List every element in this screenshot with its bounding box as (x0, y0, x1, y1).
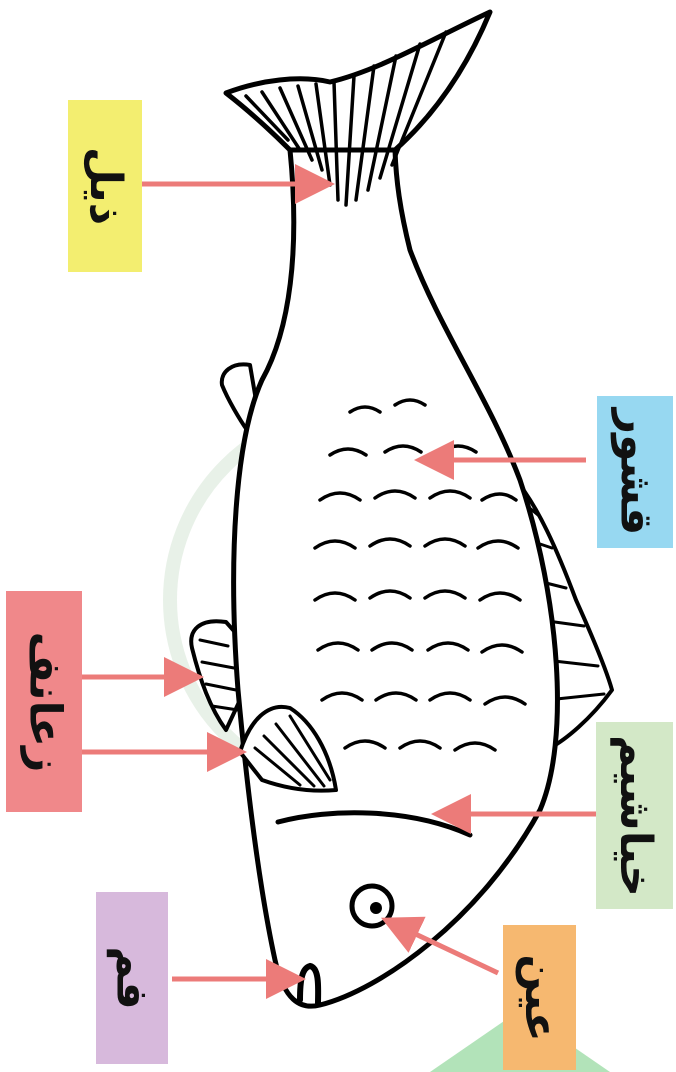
label-gills-text: خياشيم (613, 735, 657, 897)
label-mouth: فم (96, 892, 168, 1064)
eye-shape (352, 886, 392, 926)
label-fins-text: زعانف (22, 631, 66, 772)
label-gills: خياشيم (596, 722, 673, 909)
label-scales: قشور (597, 396, 673, 548)
label-tail: ذيل (68, 100, 142, 272)
label-mouth-text: فم (110, 946, 154, 1009)
label-fins: زعانف (6, 591, 82, 812)
label-eye: عين (503, 925, 576, 1070)
label-eye-text: عين (518, 954, 562, 1042)
fish-body (234, 150, 558, 1006)
label-scales-text: قشور (613, 409, 657, 536)
label-tail-text: ذيل (83, 147, 127, 225)
tail-fin (226, 12, 490, 150)
